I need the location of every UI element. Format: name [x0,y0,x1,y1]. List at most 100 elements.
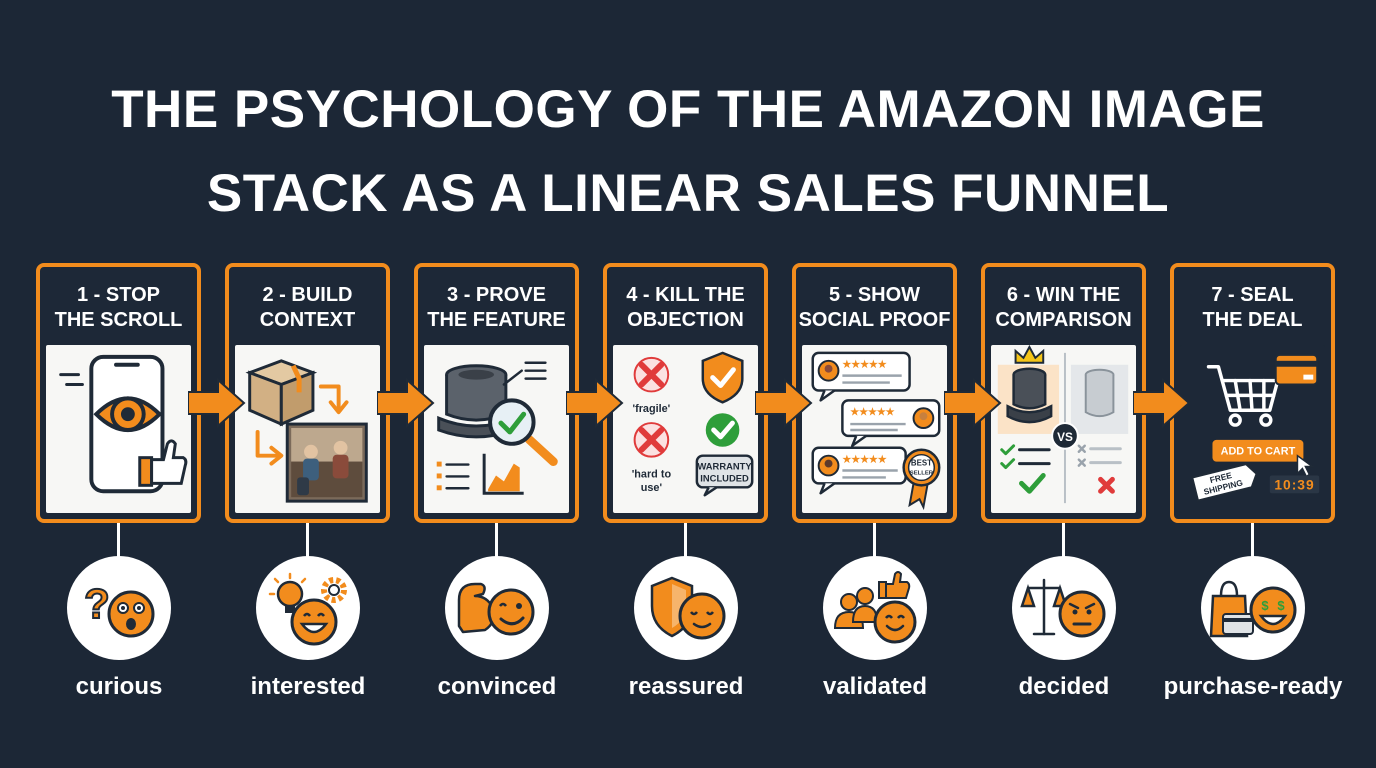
step-illustration: ★★★★★ ★★★★★ ★★★★★ [802,345,947,513]
magnifier-check-icon [488,398,558,467]
flow-arrow [944,378,1002,428]
step-illustration: 'fragile' 'hard to use' WARRANTY INCLUDE… [613,345,758,513]
step-heading: 5 - SHOW SOCIAL PROOF [798,284,951,331]
credit-card-icon [1274,353,1319,386]
warranty-badge-line1: WARRANTY [697,462,752,472]
step-heading: 4 - KILL THE OBJECTION [626,284,745,331]
title-line-1: THE PSYCHOLOGY OF THE AMAZON IMAGE [111,80,1265,139]
question-mark-icon: ? [83,579,111,628]
cross-icon [633,356,670,393]
emotion-circle-decided [1012,556,1116,660]
flow-arrow [755,378,813,428]
star-rating-icon: ★★★★★ [850,407,894,418]
warranty-badge: WARRANTY INCLUDED [695,454,754,497]
best-seller-line1: BEST [911,459,932,468]
step-heading: 7 - SEAL THE DEAL [1202,284,1303,331]
add-to-cart-button[interactable]: ADD TO CART [1212,439,1304,462]
flow-arrow [188,378,246,428]
step-card-2: 2 - BUILD CONTEXT [225,263,390,523]
winking-face-icon [487,588,535,636]
balance-scale-icon [1020,578,1068,636]
connector-line [684,523,687,557]
emotion-circle-validated [823,556,927,660]
best-seller-badge-icon: BEST SELLER [902,448,941,511]
step-heading: 3 - PROVE THE FEATURE [427,284,566,331]
objection-label-hard-line1: 'hard to [632,468,672,480]
step-card-4: 4 - KILL THE OBJECTION 'fragile' 'hard t… [603,263,768,523]
calm-face-icon [678,592,726,640]
star-rating-icon: ★★★★★ [842,455,886,466]
step-illustration: ADD TO CART FREE SHIPPING 10:39 [1180,345,1325,513]
step-illustration [46,345,191,513]
product-icon [437,364,516,439]
step-card-6: 6 - WIN THE COMPARISON VS [981,263,1146,523]
versus-label: VS [1057,430,1073,444]
free-shipping-tag: FREE SHIPPING [1191,463,1258,502]
emotion-circle-reassured [634,556,738,660]
step-heading: 6 - WIN THE COMPARISON [995,284,1132,331]
step-illustration: VS [991,345,1136,513]
credit-card-icon [1222,613,1254,635]
gear-icon [321,577,347,603]
star-rating-icon: ★★★★★ [842,360,886,371]
product-icon [1084,368,1115,418]
emotion-label: interested [250,673,366,700]
connector-line [873,523,876,557]
svg-text:$: $ [1277,598,1285,613]
emotion-label: convinced [437,673,557,700]
page-title: THE PSYCHOLOGY OF THE AMAZON IMAGE STACK… [0,68,1376,236]
emotion-circle-convinced [445,556,549,660]
emotion-label: curious [75,673,163,700]
svg-text:$: $ [1261,598,1269,613]
product-icon [1006,367,1053,424]
emotion-label: reassured [628,673,744,700]
step-card-5: 5 - SHOW SOCIAL PROOF ★★★★★ ★★★★★ [792,263,957,523]
eye-icon [93,396,163,432]
cross-icon [633,422,670,458]
flow-arrow [566,378,624,428]
speed-lines-icon [59,373,84,387]
step-heading: 1 - STOP THE SCROLL [54,284,183,331]
emotion-circle-curious: ? [67,556,171,660]
best-seller-line2: SELLER [910,470,934,476]
emotion-label: validated [822,673,928,700]
cursor-icon [1296,454,1315,478]
emotion-circle-interested [256,556,360,660]
objection-label-fragile: 'fragile' [633,403,671,415]
check-list-icon [1000,444,1051,494]
countdown-timer: 10:39 [1269,475,1320,494]
step-card-3: 3 - PROVE THE FEATURE [414,263,579,523]
determined-face-icon [1058,590,1106,638]
emotion-label: purchase-ready [1163,673,1343,700]
smiling-face-icon [873,600,917,644]
connector-line [117,523,120,557]
connector-line [306,523,309,557]
add-to-cart-label: ADD TO CART [1221,446,1296,458]
package-box-icon [245,359,318,427]
thumbs-up-icon [878,571,911,599]
shield-check-icon [701,351,744,404]
surprised-face-icon [107,590,155,638]
review-bubble-icon: ★★★★★ [811,446,907,495]
feature-list-icon [436,461,470,491]
connector-line [1062,523,1065,557]
crown-icon [1014,345,1045,364]
thumbs-up-icon [138,439,188,487]
flow-arrow [377,378,435,428]
step-illustration [424,345,569,513]
emotion-circle-purchase-ready: $ $ [1201,556,1305,660]
growth-chart-icon [482,453,524,495]
countdown-value: 10:39 [1274,476,1314,492]
review-bubble-icon: ★★★★★ [811,351,911,402]
step-card-1: 1 - STOP THE SCROLL [36,263,201,523]
objection-label-hard-line2: use' [641,482,663,494]
step-illustration [235,345,380,513]
lifestyle-photo-icon [285,422,368,503]
review-bubble-icon: ★★★★★ [841,399,941,448]
arrow-icon [255,384,349,466]
connector-line [1251,523,1254,557]
step-card-7: 7 - SEAL THE DEAL ADD TO CART [1170,263,1335,523]
check-icon [705,413,740,447]
flow-arrow [1133,378,1191,428]
shopping-cart-icon [1206,365,1280,427]
